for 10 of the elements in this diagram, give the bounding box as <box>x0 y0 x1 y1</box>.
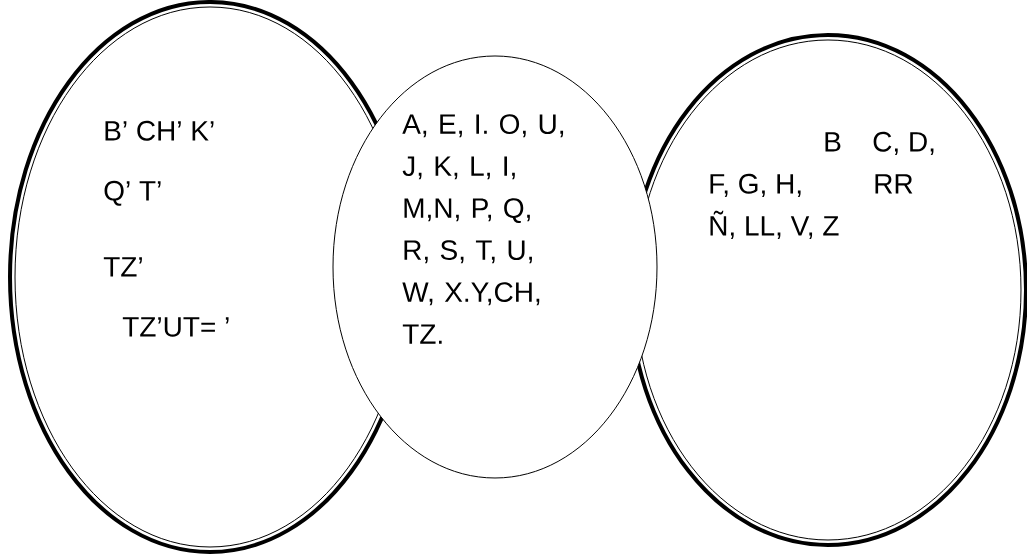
letter-group: Q’ T’ <box>104 180 161 206</box>
letter-group: B <box>825 132 841 152</box>
letter-group: C, D, <box>873 131 934 155</box>
letter-group: TZ’UT= ’ <box>122 317 229 337</box>
letter-list: A, E, I. O, U, J, K, L, I, M,N, P, Q, R, S, T, U, W, X.Y,CH, TZ. <box>402 114 564 344</box>
letter-group: F, G, H, <box>710 173 801 197</box>
letter-group: TZ’ <box>103 257 142 277</box>
letter-group: RR <box>875 174 913 194</box>
letter-group: Ñ, LL, V, Z <box>710 210 839 239</box>
letter-group: B’ CH’ K’ <box>105 120 214 141</box>
